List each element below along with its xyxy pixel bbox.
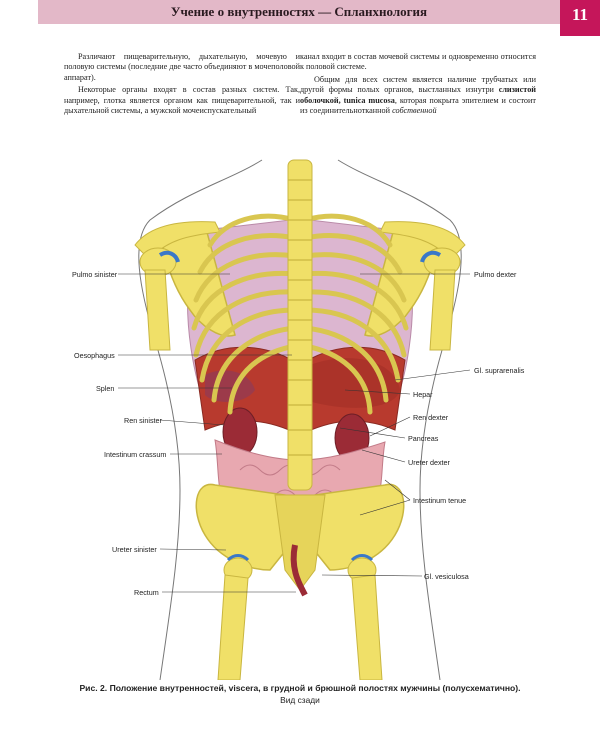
- spinal-column: [287, 159, 313, 491]
- label-oesophagus: Oesophagus: [74, 351, 115, 360]
- header-bar: Учение о внутренностях — Спланхнология: [38, 0, 560, 24]
- text-run: Общим для всех систем является наличие т…: [300, 74, 536, 95]
- pelvis-right: [309, 483, 405, 571]
- figure-subcaption: Вид сзади: [280, 695, 320, 705]
- label-pulmo-sinister: Pulmo sinister: [72, 270, 118, 279]
- paragraph: Различают пищеварительную, дыхательную, …: [64, 52, 300, 82]
- label-splen: Splen: [96, 384, 115, 393]
- label-intestinum-tenue: Intestinum tenue: [413, 496, 467, 505]
- label-ren-sinister: Ren sinister: [124, 416, 162, 425]
- label-ren-dexter: Ren dexter: [413, 413, 449, 422]
- cartilage-left: [158, 250, 180, 263]
- humerus-right: [429, 269, 456, 351]
- text-run: , которая покрыта эпителием и состоит из…: [300, 95, 536, 116]
- cartilage-right: [420, 250, 442, 263]
- rectum: [290, 544, 308, 597]
- ribs: [191, 213, 409, 415]
- hip-cartilage-right: [350, 554, 374, 562]
- text-column-left: Различают пищеварительную, дыхательную, …: [64, 52, 300, 118]
- page-number: 11: [560, 0, 600, 36]
- paragraph: канал входит в состав мочевой системы и …: [300, 52, 536, 72]
- label-gl-suprarenalis: Gl. suprarenalis: [474, 366, 525, 375]
- figure-caption: Рис. 2. Положение внутренностей, viscera…: [79, 683, 521, 693]
- sacrum: [274, 494, 326, 591]
- label-pancreas: Pancreas: [408, 434, 439, 443]
- bold-term: слизистой оболочкой, tunica mucosa: [300, 85, 536, 105]
- italic-term: собственной: [392, 106, 437, 116]
- spine: [287, 159, 313, 491]
- femur-right: [351, 574, 383, 681]
- label-gl-vesiculosa: Gl. vesiculosa: [424, 572, 469, 581]
- text-column-right: канал входит в состав мочевой системы и …: [300, 52, 536, 118]
- label-pulmo-dexter: Pulmo dexter: [474, 270, 517, 279]
- anatomy-illustration: [118, 159, 471, 681]
- label-ureter-dexter: Ureter dexter: [408, 458, 450, 467]
- leader-lines: [118, 273, 471, 593]
- label-hepar: Hepar: [413, 390, 433, 399]
- pelvis-left: [195, 483, 291, 571]
- paragraph: Некоторые органы входят в состав разных …: [64, 85, 300, 116]
- label-ureter-sinister: Ureter sinister: [112, 545, 157, 554]
- femur-left: [217, 574, 249, 681]
- label-intestinum-crassum: Intestinum crassum: [104, 450, 167, 459]
- label-rectum: Rectum: [134, 588, 159, 597]
- anatomy-figure: Pulmo sinister Pulmo dexter Oesophagus G…: [0, 150, 600, 681]
- paragraph: Общим для всех систем является наличие т…: [300, 75, 536, 117]
- running-header-title: Учение о внутренностях — Спланхнология: [170, 4, 428, 19]
- hip-cartilage-left: [226, 554, 250, 562]
- humerus-left: [144, 269, 171, 351]
